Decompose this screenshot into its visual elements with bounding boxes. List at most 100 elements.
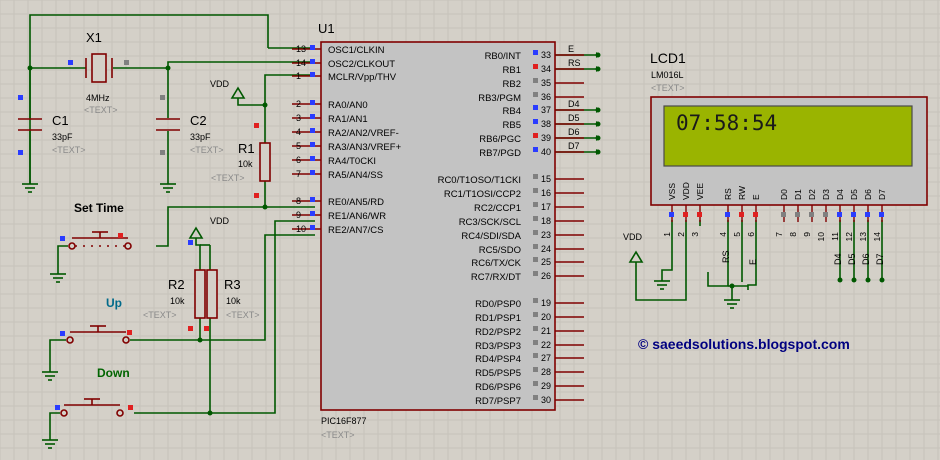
- c2-placeholder: <TEXT>: [190, 145, 224, 155]
- pin-marker: [533, 64, 538, 69]
- lcd-pin-name: D7: [877, 189, 887, 200]
- lcd-module[interactable]: [650, 96, 928, 206]
- net-label-d4: D4: [833, 253, 843, 265]
- mcu-pin-number: 39: [541, 133, 551, 143]
- down-button[interactable]: [60, 398, 124, 417]
- r1-placeholder: <TEXT>: [211, 173, 245, 183]
- pin-marker: [533, 271, 538, 276]
- mcu-placeholder: <TEXT>: [321, 430, 355, 440]
- mcu-pin-number: 25: [541, 257, 551, 267]
- pin-marker: [188, 240, 193, 245]
- lcd-pin-name: RW: [737, 186, 747, 200]
- mcu-pin-name: RB4: [503, 106, 521, 117]
- mcu-pin-name: RC6/TX/CK: [471, 258, 521, 269]
- r2-value: 10k: [170, 296, 185, 306]
- vdd-arrow-icon: [188, 226, 204, 239]
- r3-ref: R3: [224, 277, 241, 292]
- mcu-pin-name: RB3/PGM: [478, 93, 521, 104]
- lcd-pin-number: 5: [732, 232, 742, 237]
- up-button[interactable]: [66, 325, 130, 344]
- lcd-pin-name: VEE: [695, 183, 705, 200]
- pin-marker: [254, 193, 259, 198]
- net-label: E: [568, 44, 574, 54]
- mcu-pin-number: 4: [296, 127, 301, 137]
- lcd-part: LM016L: [651, 70, 684, 80]
- resistor-r2[interactable]: [194, 269, 206, 319]
- pin-marker: [127, 330, 132, 335]
- lcd-pin-name: D4: [835, 189, 845, 200]
- pin-marker: [18, 150, 23, 155]
- net-label: D6: [568, 127, 580, 137]
- mcu-pin-number: 38: [541, 119, 551, 129]
- mcu-pin-name: RD1/PSP1: [475, 313, 521, 324]
- pin-marker: [55, 405, 60, 410]
- lcd-pin-number: 8: [788, 232, 798, 237]
- ground-icon: [50, 273, 66, 283]
- pin-marker: [753, 212, 758, 217]
- mcu-pin-name: RA3/AN3/VREF+: [328, 142, 402, 153]
- mcu-body[interactable]: [320, 41, 556, 411]
- mcu-pin-name: RA0/AN0: [328, 100, 368, 111]
- pin-marker: [823, 212, 828, 217]
- pin-marker: [809, 212, 814, 217]
- lcd-pin-name: VSS: [667, 183, 677, 200]
- r3-placeholder: <TEXT>: [226, 310, 260, 320]
- mcu-pin-name: RB2: [503, 79, 521, 90]
- mcu-pin-number: 26: [541, 271, 551, 281]
- pin-marker: [865, 212, 870, 217]
- mcu-pin-name: MCLR/Vpp/THV: [328, 72, 397, 83]
- net-label: D5: [568, 113, 580, 123]
- lcd-pins: VSS1VDD2VEE3RS4RW5E6D07D18D29D310D411D51…: [662, 182, 887, 241]
- mcu-pin-name: RC5/SDO: [479, 245, 521, 256]
- capacitor-c2[interactable]: [156, 118, 180, 131]
- capacitor-c1[interactable]: [18, 118, 42, 131]
- pin-marker: [60, 331, 65, 336]
- components: [18, 53, 271, 319]
- pin-marker: [310, 170, 315, 175]
- net-label: D4: [568, 99, 580, 109]
- watermark: © saeedsolutions.blogspot.com: [638, 336, 850, 352]
- lcd-display-text: 07:58:54: [676, 111, 777, 135]
- mcu-pin-number: 33: [541, 50, 551, 60]
- r2-placeholder: <TEXT>: [143, 310, 177, 320]
- pin-marker: [533, 133, 538, 138]
- lcd-pin-number: 9: [802, 232, 812, 237]
- pin-marker: [533, 340, 538, 345]
- pin-marker: [533, 312, 538, 317]
- c2-ref: C2: [190, 113, 207, 128]
- mcu-pin-name: RC1/T1OSI/CCP2: [444, 189, 521, 200]
- pin-marker: [533, 216, 538, 221]
- mcu-pin-name: RB7/PGD: [479, 148, 521, 159]
- pin-marker: [837, 212, 842, 217]
- mcu-pin-name: RC0/T1OSO/T1CKI: [438, 175, 521, 186]
- mcu-pin-number: 7: [296, 169, 301, 179]
- ground-icon: [42, 439, 58, 449]
- pin-marker: [533, 353, 538, 358]
- r3-value: 10k: [226, 296, 241, 306]
- pin-marker: [533, 244, 538, 249]
- mcu-pin-number: 5: [296, 141, 301, 151]
- lcd-pin-number: 10: [816, 232, 826, 242]
- ground-icon: [724, 299, 740, 309]
- crystal-value: 4MHz: [86, 93, 110, 103]
- resistor-r3[interactable]: [206, 269, 218, 319]
- lcd-pin-number: 13: [858, 232, 868, 242]
- lcd-pin-number: 7: [774, 232, 784, 237]
- crystal-x1[interactable]: [85, 53, 113, 83]
- lcd-pin-name: D1: [793, 189, 803, 200]
- mcu-pin-name: RC3/SCK/SCL: [459, 217, 521, 228]
- mcu-pin-number: 23: [541, 230, 551, 240]
- ground-icon: [22, 183, 38, 193]
- pin-marker: [533, 381, 538, 386]
- resistor-r1[interactable]: [259, 142, 271, 182]
- net-label: D7: [568, 141, 580, 151]
- lcd-screen: [663, 105, 913, 167]
- mcu-pin-number: 24: [541, 244, 551, 254]
- pin-marker: [310, 225, 315, 230]
- pin-marker: [739, 212, 744, 217]
- pin-marker: [310, 142, 315, 147]
- lcd-pin-name: RS: [723, 188, 733, 200]
- mcu-pin-name: RD5/PSP5: [475, 368, 521, 379]
